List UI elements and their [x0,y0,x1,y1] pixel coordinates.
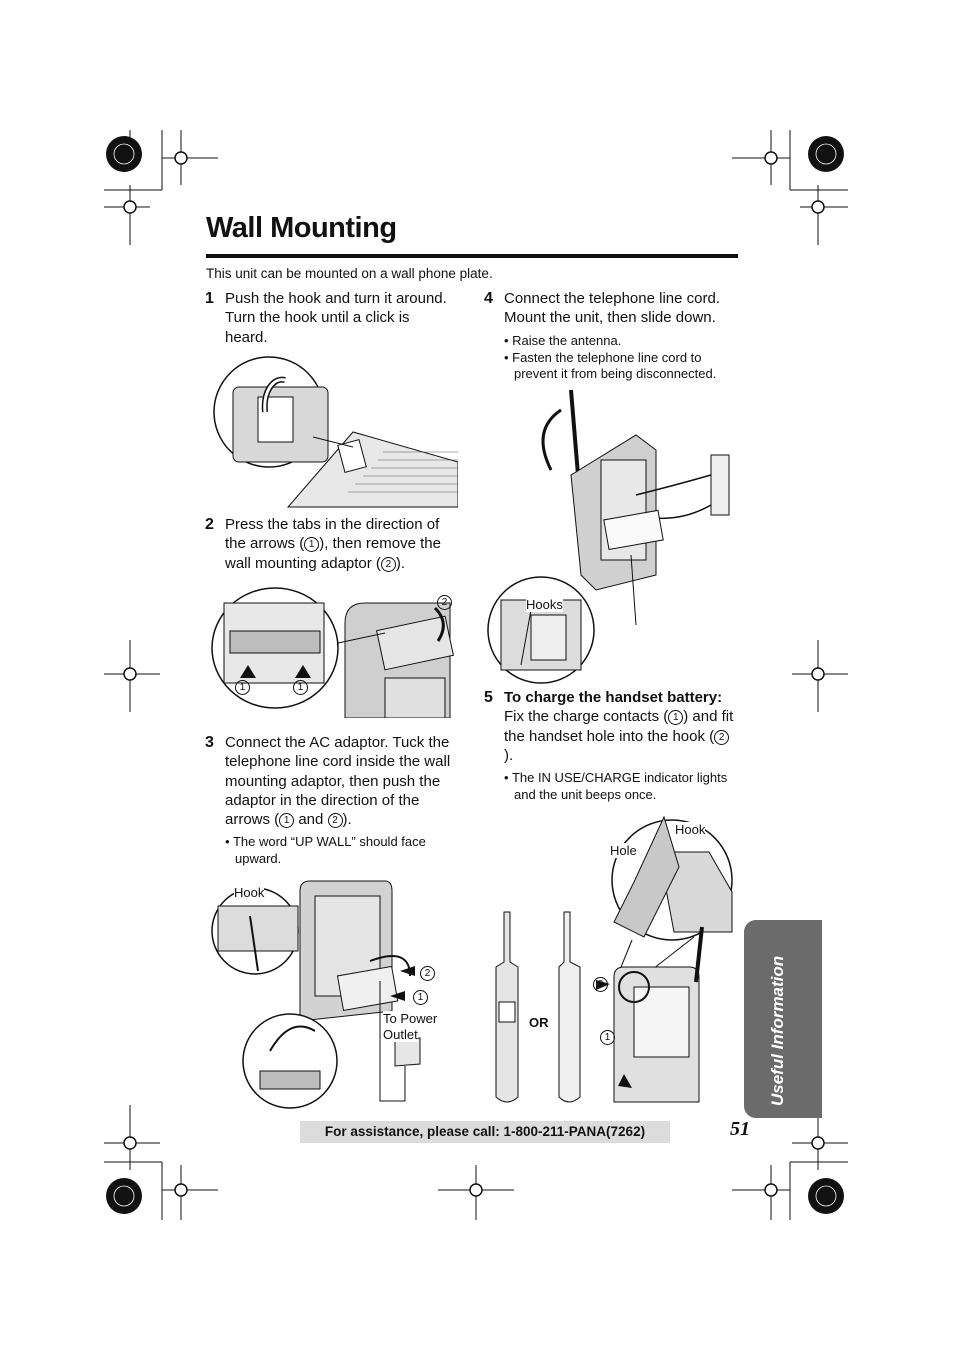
to-power-label: To Power [383,1011,438,1026]
circled-number: 1 [668,710,684,726]
circled-number: 1 [304,537,320,553]
step-3: 3 Connect the AC adaptor. Tuck the telep… [205,733,455,829]
step-number: 1 [205,290,214,307]
bullet-text: Raise the antenna. [512,333,622,348]
step-text: and [294,811,328,829]
step-number: 4 [484,290,493,307]
bullet-text: The IN USE/CHARGE indicator lights and t… [511,770,728,802]
charge-handset-illustration [495,815,733,1103]
circled-number: 1 [279,813,295,829]
assistance-footer: For assistance, please call: 1-800-211-P… [300,1121,670,1143]
bullet-text: The word “UP WALL” should face upward. [232,834,426,866]
circled-number: 2 [714,729,730,745]
step-text: ). [395,554,406,572]
callout-2: 2 [593,977,608,992]
bullet-item: • The IN USE/CHARGE indicator lights and… [504,770,728,802]
step-5-bullets: • The IN USE/CHARGE indicator lights and… [504,770,734,803]
step-text: Fix the charge contacts ( [504,708,669,726]
step-text: Connect the telephone line cord. Mount t… [504,290,720,327]
hooks-label: Hooks [526,597,563,612]
title-rule [206,254,738,258]
step-text: ). [504,746,514,764]
ac-adaptor-illustration [211,880,421,1109]
callout-1: 1 [600,1030,615,1045]
step-3-bullets: • The word “UP WALL” should face upward. [225,834,450,867]
section-tab: Useful Information [744,920,822,1118]
callout-1b: 1 [293,680,308,695]
step-number: 2 [205,516,214,533]
bullet-item: • The word “UP WALL” should face upward. [225,834,426,866]
step-5: 5 To charge the handset battery: Fix the… [484,688,734,765]
circled-number: 2 [327,813,343,829]
outlet-label: Outlet [383,1027,418,1042]
step-text: ). [342,811,352,829]
callout-1: 1 [413,990,428,1005]
bullet-item: • Fasten the telephone line cord to prev… [504,349,717,382]
page-title: Wall Mounting [206,212,397,244]
step-text: ), then remove the wall mounting adaptor… [225,535,441,572]
hook-label: Hook [675,822,706,837]
intro-text: This unit can be mounted on a wall phone… [206,266,493,281]
step-4-bullets: • Raise the antenna. • Fasten the teleph… [504,333,734,383]
callout-1a: 1 [235,680,250,695]
wall-mount-illustration [487,389,730,684]
step-number: 3 [205,734,214,751]
or-label: OR [529,1015,549,1030]
section-tab-label: Useful Information [768,955,787,1106]
bullet-text: Fasten the telephone line cord to preven… [512,349,717,382]
callout-2: 2 [437,595,452,610]
step-text: Press the tabs in the direction of the a… [225,516,440,553]
hook-label: Hook [234,885,265,900]
step-text: Connect the AC adaptor. Tuck the telepho… [225,734,451,829]
step-4: 4 Connect the telephone line cord. Mount… [484,289,734,328]
adaptor-removal-illustration [211,587,454,718]
step-2: 2 Press the tabs in the direction of the… [205,515,455,573]
step-number: 5 [484,689,493,706]
hook-illustration [213,356,458,508]
hole-label: Hole [610,843,637,858]
step-1: 1 Push the hook and turn it around. Turn… [205,289,450,347]
page-number: 51 [730,1118,750,1140]
bullet-item: • Raise the antenna. [504,333,622,348]
callout-2: 2 [420,966,435,981]
circled-number: 2 [380,556,396,572]
step-heading: To charge the handset battery: [504,689,723,706]
step-text: Push the hook and turn it around. Turn t… [225,290,447,346]
step-text: ) and fit the handset hole into the hook… [504,708,734,745]
